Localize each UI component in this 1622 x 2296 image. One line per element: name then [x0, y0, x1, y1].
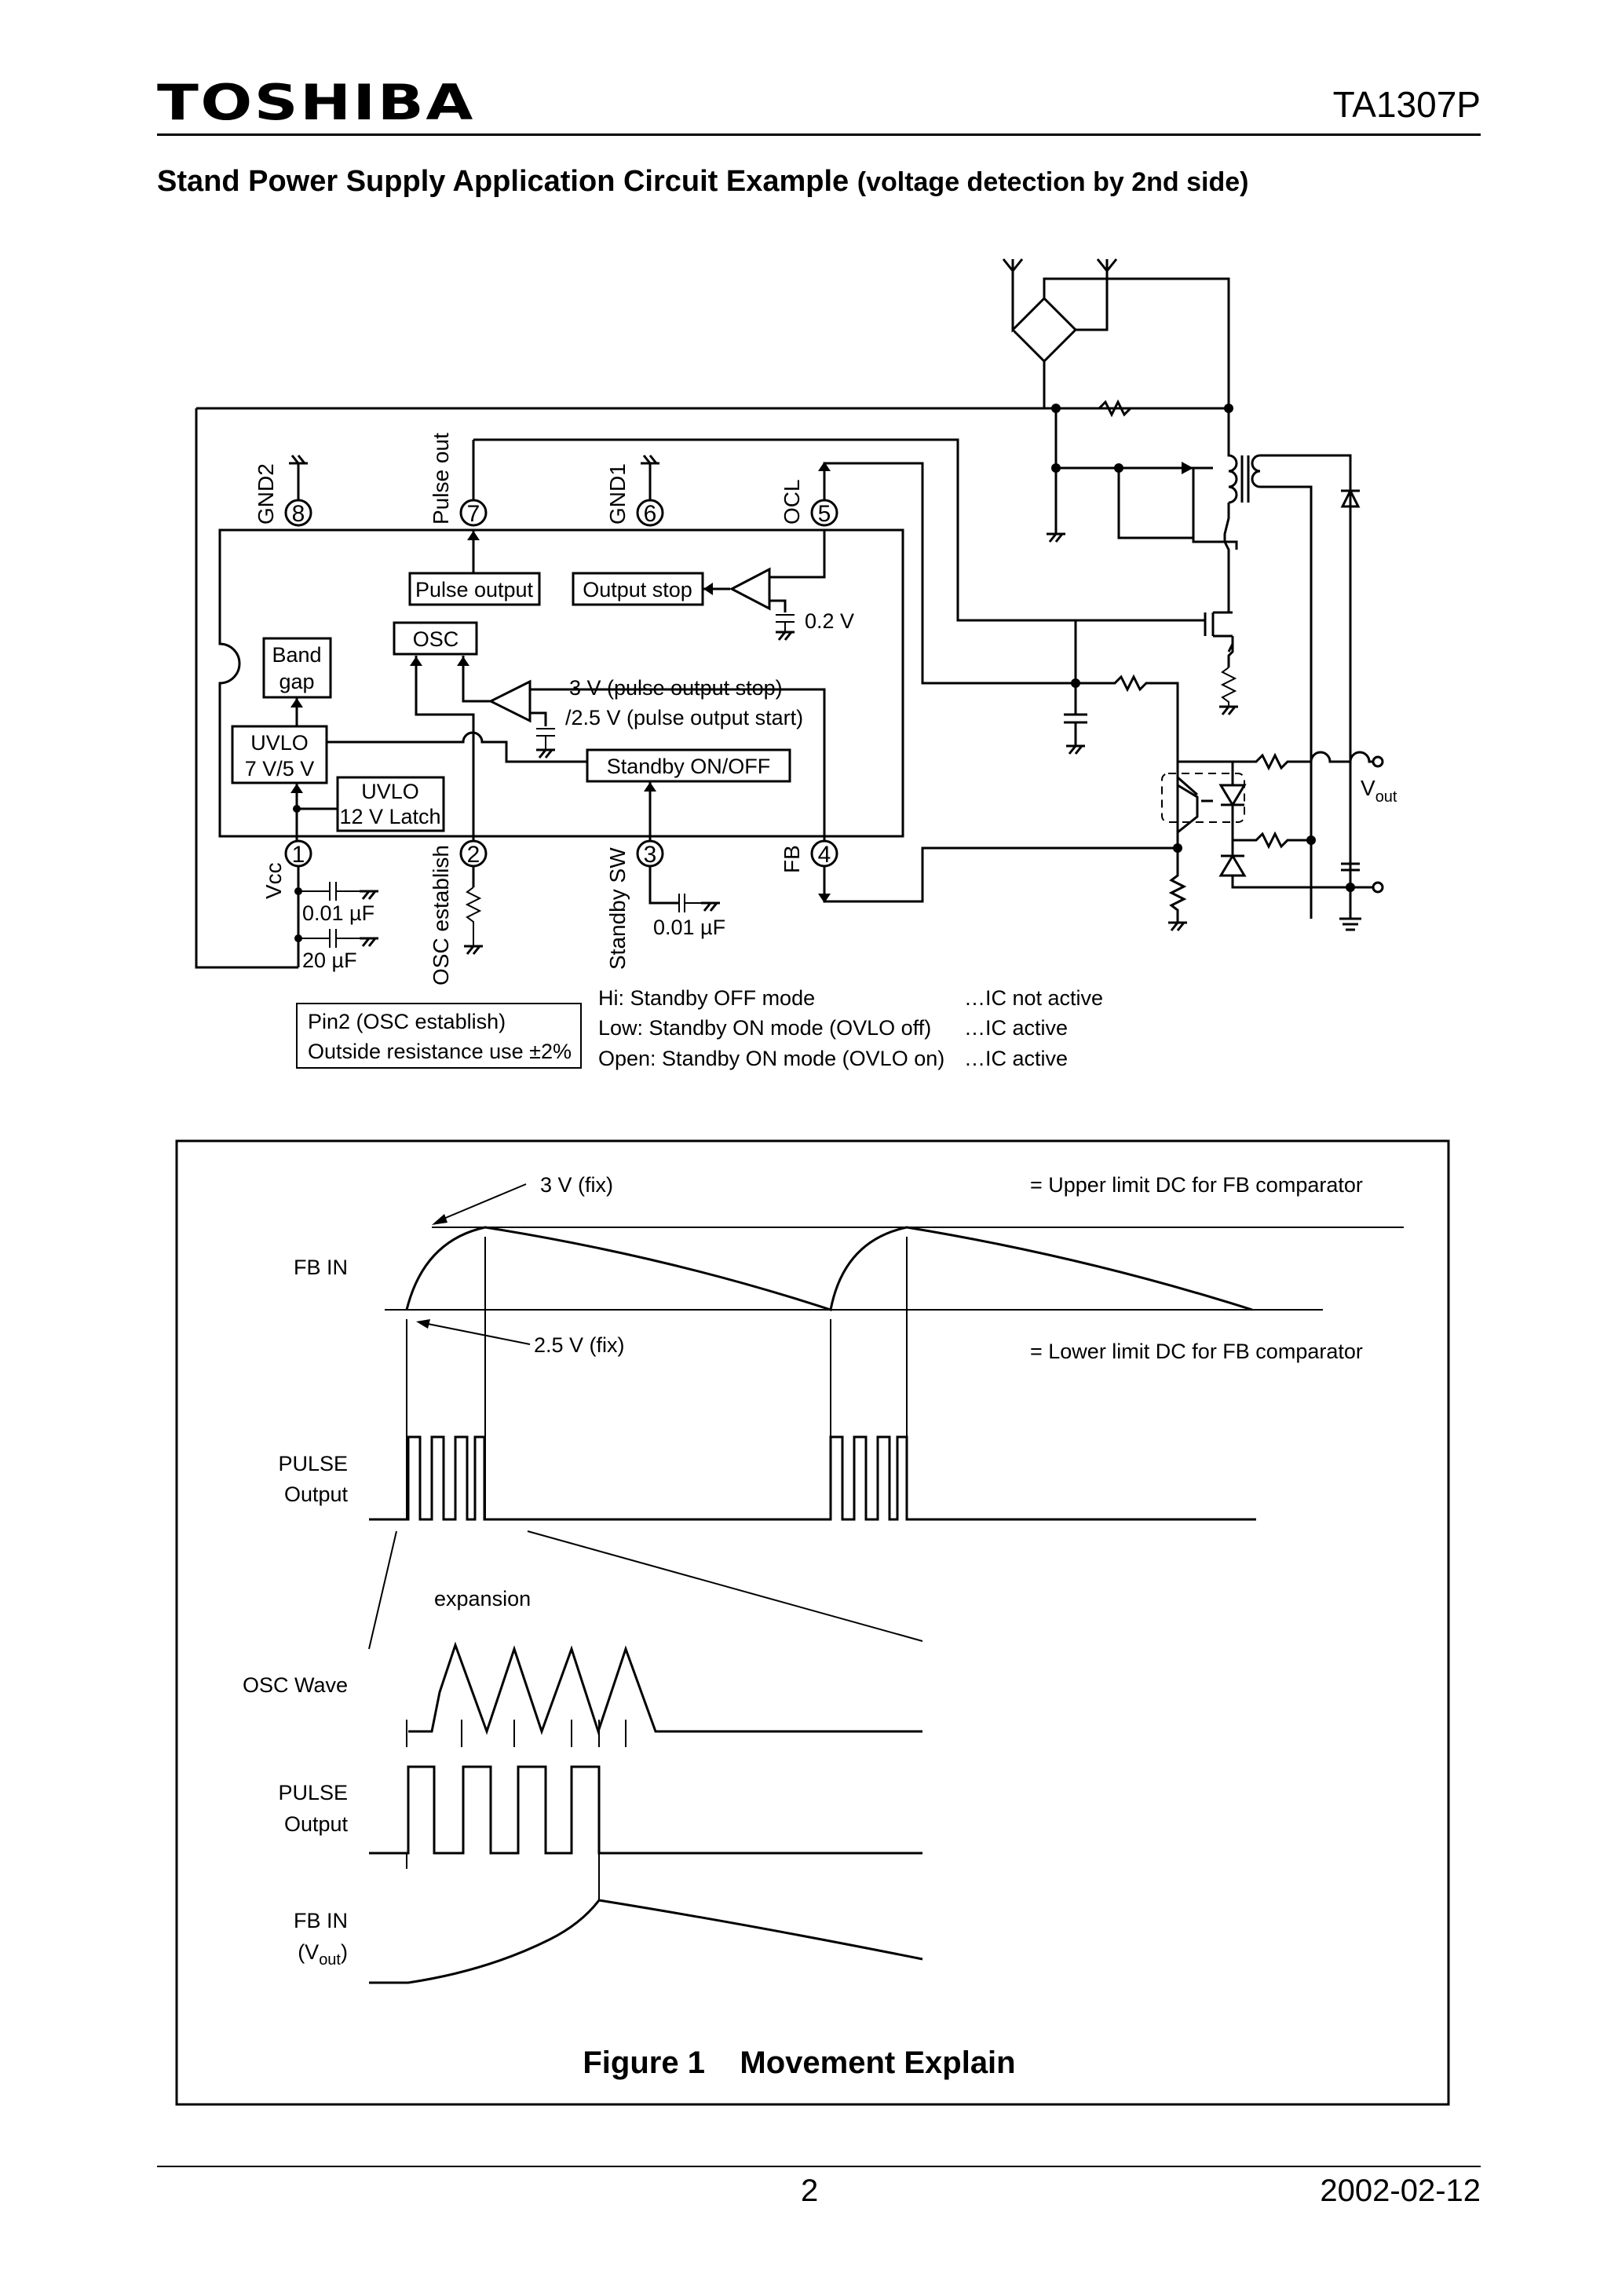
- upper-note: = Upper limit DC for FB comparator: [1030, 1173, 1363, 1197]
- pulse-output-1-waveform: [369, 1435, 1256, 1521]
- block-osc: OSC: [393, 621, 478, 656]
- figure-caption: Figure 1 Movement Explain: [583, 2046, 1015, 2080]
- pin-4-number: 4: [818, 842, 831, 868]
- pin-1: 1 Vcc: [261, 839, 312, 967]
- section-heading: Stand Power Supply Application Circuit E…: [157, 165, 1249, 199]
- fb-in-2-label: FB IN: [294, 1909, 348, 1932]
- top-fix-label: 3 V (fix): [540, 1173, 613, 1197]
- pin-5-number: 5: [818, 501, 831, 527]
- pin-6-number: 6: [644, 501, 657, 527]
- pin-4: 4 FB: [780, 839, 1178, 903]
- pin-3-number: 3: [644, 842, 657, 868]
- block-output-stop: Output stop 0.2 V: [572, 530, 854, 641]
- cap-sw-label: 0.01 µF: [653, 916, 725, 939]
- pin-2-label: OSC establish: [429, 845, 453, 985]
- ic-body: [218, 528, 904, 838]
- low-fix-label: 2.5 V (fix): [534, 1333, 625, 1357]
- figure-movement-explain: 3 V (fix) 2.5 V (fix) = Upper limit DC f…: [175, 1139, 1450, 2106]
- note-line-2: Outside resistance use ±2%: [308, 1040, 572, 1063]
- pin-2-number: 2: [467, 842, 480, 868]
- svg-text:Standby ON/OFF: Standby ON/OFF: [607, 755, 771, 778]
- mode-row-2: Low: Standby ON mode (OVLO off): [598, 1016, 931, 1040]
- document-date: 2002-02-12: [1320, 2174, 1481, 2208]
- vcc-capacitors: 0.01 µF 20 µF: [294, 882, 378, 972]
- pin-5-label: OCL: [780, 479, 804, 525]
- page-number: 2: [801, 2174, 819, 2208]
- cmp-ref-1-label: 3 V (pulse output stop): [569, 676, 783, 700]
- heading-sub: (voltage detection by 2nd side): [857, 167, 1249, 197]
- pin-1-number: 1: [292, 842, 305, 868]
- svg-text:UVLO: UVLO: [250, 731, 309, 755]
- pin-8-number: 8: [292, 501, 305, 527]
- pin-8: 8 GND2: [254, 455, 312, 527]
- header-rule: [157, 133, 1481, 136]
- pin-1-label: Vcc: [261, 862, 286, 899]
- osc-waveform: [408, 1641, 922, 1735]
- footer-rule: [157, 2166, 1481, 2167]
- ocl-ref-label: 0.2 V: [805, 609, 854, 633]
- pin-4-label: FB: [780, 845, 804, 873]
- osc-wave-label: OSC Wave: [243, 1673, 348, 1697]
- fb-in-label: FB IN: [294, 1256, 348, 1279]
- pin-3: 3 Standby SW 0.01 µF: [605, 839, 725, 970]
- svg-text:7 V/5 V: 7 V/5 V: [245, 757, 315, 781]
- block-fb-comparator: 3 V (pulse output stop) /2.5 V (pulse ou…: [410, 656, 826, 841]
- output-2-label: Output: [284, 1812, 349, 1836]
- pin-7: 7 Pulse out: [429, 433, 1193, 622]
- pin-7-number: 7: [467, 501, 480, 527]
- fb-in-vout-waveform: [369, 1899, 923, 1984]
- fb-in-waveform: [405, 1226, 1253, 1311]
- svg-text:gap: gap: [279, 670, 314, 693]
- figure-frame: [175, 1139, 1450, 2106]
- svg-text:UVLO: UVLO: [361, 780, 419, 803]
- mode-row-3-state: …IC active: [964, 1047, 1068, 1070]
- part-number: TA1307P: [1332, 84, 1481, 125]
- cmp-ref-2-label: /2.5 V (pulse output start): [565, 706, 803, 729]
- expansion-label: expansion: [434, 1587, 531, 1610]
- pin-6-label: GND1: [605, 463, 630, 525]
- mode-row-2-state: …IC active: [964, 1016, 1068, 1040]
- svg-text:12 V Latch: 12 V Latch: [339, 805, 440, 828]
- cap-vcc-2-label: 20 µF: [302, 949, 357, 972]
- pulse-output-2-waveform: [369, 1765, 922, 1855]
- block-band-gap: Band gap: [262, 637, 332, 726]
- block-uvlo-1: UVLO 7 V/5 V: [231, 725, 587, 841]
- heading-main: Stand Power Supply Application Circuit E…: [157, 165, 849, 198]
- pin-5: 5 OCL: [780, 462, 1077, 685]
- pin-6: 6 GND1: [605, 455, 664, 527]
- pin-3-label: Standby SW: [605, 847, 630, 970]
- note-box: Pin2 (OSC establish) Outside resistance …: [296, 1003, 582, 1069]
- svg-text:Output stop: Output stop: [583, 578, 692, 601]
- toshiba-logo: TOSHIBA: [157, 74, 475, 131]
- svg-text:Pulse output: Pulse output: [415, 578, 534, 601]
- application-circuit: 8 GND2 7 Pulse out 6 GND1 5: [195, 258, 1397, 1070]
- pin-8-label: GND2: [254, 463, 278, 525]
- note-line-1: Pin2 (OSC establish): [308, 1010, 506, 1033]
- power-stage: Vout: [1002, 258, 1397, 931]
- mode-row-1-state: …IC not active: [964, 986, 1103, 1010]
- mode-row-1: Hi: Standby OFF mode: [598, 986, 815, 1010]
- block-uvlo-2: UVLO 12 V Latch: [293, 776, 445, 832]
- output-1-label: Output: [284, 1483, 349, 1506]
- pulse-1-label: PULSE: [278, 1452, 348, 1475]
- vout-label: Vout: [1361, 776, 1397, 806]
- block-pulse-output: Pulse output: [408, 530, 541, 606]
- svg-text:OSC: OSC: [413, 627, 459, 651]
- cap-vcc-1-label: 0.01 µF: [302, 901, 374, 925]
- vout-2-label: (Vout): [298, 1940, 348, 1969]
- svg-text:Band: Band: [272, 643, 321, 667]
- standby-mode-table: Hi: Standby OFF mode …IC not active Low:…: [598, 986, 1103, 1070]
- pin-2: 2 OSC establish: [429, 839, 488, 985]
- lower-note: = Lower limit DC for FB comparator: [1030, 1340, 1363, 1363]
- block-standby: Standby ON/OFF: [586, 748, 791, 841]
- pulse-2-label: PULSE: [278, 1781, 348, 1804]
- mode-row-3: Open: Standby ON mode (OVLO on): [598, 1047, 944, 1070]
- pin-7-label: Pulse out: [429, 433, 453, 525]
